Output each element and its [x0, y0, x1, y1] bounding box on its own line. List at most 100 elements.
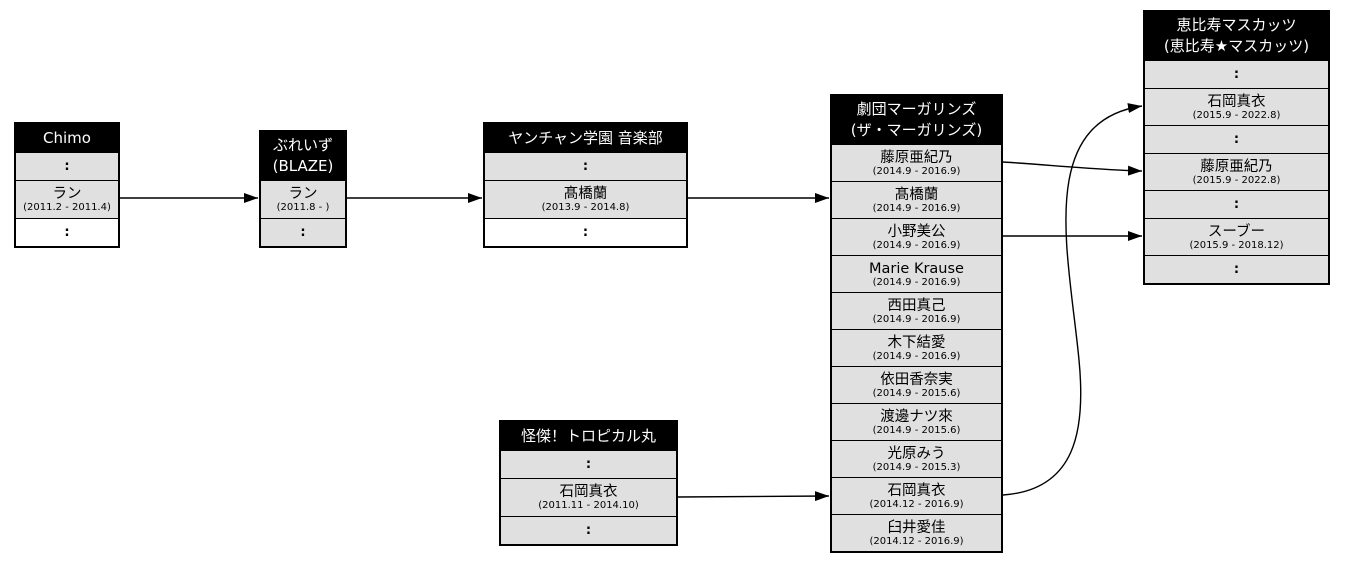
group-title: ヤンチャン学園 音楽部	[485, 124, 686, 152]
member-row: 藤原亜紀乃 (2014.9 - 2016.9)	[832, 144, 1001, 181]
member-name: スーブー	[1207, 223, 1266, 240]
ellipsis-row: :	[1145, 60, 1328, 88]
member-row: 髙橋蘭 (2013.9 - 2014.8)	[485, 180, 686, 218]
member-name: 石岡真衣	[887, 482, 946, 499]
group-node-blaze: ぶれいず (BLAZE) ラン (2011.8 - ) :	[259, 130, 347, 248]
member-dates: (2011.2 - 2011.4)	[23, 202, 111, 213]
ellipsis-text: :	[64, 225, 70, 240]
member-dates: (2014.12 - 2016.9)	[869, 535, 964, 547]
group-title-line: Chimo	[43, 128, 91, 147]
group-title: 恵比寿マスカッツ (恵比寿★マスカッツ)	[1145, 12, 1328, 60]
ellipsis-row: :	[501, 450, 676, 478]
member-dates: (2014.9 - 2016.9)	[872, 276, 961, 288]
member-name: 小野美公	[887, 223, 946, 240]
member-dates: (2015.9 - 2022.8)	[1192, 109, 1281, 121]
edge-margarines-fujiwara-akino-to-muscats-fujiwara-akino	[1002, 161, 1143, 176]
member-dates: (2014.9 - 2015.3)	[872, 461, 961, 473]
ellipsis-text: :	[64, 159, 70, 174]
member-name: ラン	[288, 186, 318, 202]
group-title-line: 怪傑！トロピカル丸	[520, 426, 656, 445]
member-row: ラン (2011.8 - )	[261, 180, 345, 218]
member-name: Marie Krause	[869, 260, 964, 277]
ellipsis-row: :	[261, 218, 345, 246]
member-row: 臼井愛佳 (2014.12 - 2016.9)	[832, 514, 1001, 551]
member-dates: (2015.9 - 2022.8)	[1192, 174, 1281, 186]
member-name: 石岡真衣	[1207, 93, 1266, 110]
member-row: 小野美公 (2014.9 - 2016.9)	[832, 218, 1001, 255]
member-dates: (2014.9 - 2015.6)	[872, 387, 961, 399]
group-node-chimo: Chimo : ラン (2011.2 - 2011.4) :	[14, 122, 120, 248]
ellipsis-text: :	[1233, 197, 1240, 212]
member-row: ラン (2011.2 - 2011.4)	[16, 180, 118, 218]
member-name: ラン	[52, 186, 82, 202]
member-name: 藤原亜紀乃	[880, 149, 953, 166]
member-name: 光原みう	[887, 445, 946, 462]
group-title-line: ヤンチャン学園 音楽部	[508, 128, 663, 147]
ellipsis-row: :	[1145, 190, 1328, 218]
ellipsis-row: :	[485, 152, 686, 180]
group-title: ぶれいず (BLAZE)	[261, 132, 345, 180]
group-node-ebisu-muscats: 恵比寿マスカッツ (恵比寿★マスカッツ) : 石岡真衣 (2015.9 - 20…	[1143, 10, 1330, 285]
member-dates: (2014.9 - 2016.9)	[872, 202, 961, 214]
group-title: Chimo	[16, 124, 118, 152]
edge-tropical-ishioka-mai-to-margarines-ishioka-mai	[677, 491, 830, 502]
member-row: 髙橋蘭 (2014.9 - 2016.9)	[832, 181, 1001, 218]
member-name: 石岡真衣	[559, 484, 618, 500]
group-node-margarines: 劇団マーガリンズ (ザ・マーガリンズ) 藤原亜紀乃 (2014.9 - 2016…	[830, 94, 1003, 553]
member-row: 西田真己 (2014.9 - 2016.9)	[832, 292, 1001, 329]
group-title-line: (ザ・マーガリンズ)	[850, 121, 983, 139]
member-dates: (2014.9 - 2016.9)	[872, 350, 961, 362]
ellipsis-row: :	[501, 516, 676, 544]
ellipsis-text: :	[582, 159, 589, 174]
ellipsis-text: :	[585, 457, 592, 472]
member-name: 渡邊ナツ來	[880, 408, 953, 425]
group-title-line: (BLAZE)	[272, 157, 334, 175]
ellipsis-row: :	[16, 218, 118, 246]
group-title-line: 劇団マーガリンズ	[856, 100, 977, 118]
ellipsis-row: :	[485, 218, 686, 246]
ellipsis-text: :	[1233, 132, 1240, 147]
group-title: 怪傑！トロピカル丸	[501, 422, 676, 450]
member-row: Marie Krause (2014.9 - 2016.9)	[832, 255, 1001, 292]
member-row: 依田香奈実 (2014.9 - 2015.6)	[832, 366, 1001, 403]
member-dates: (2014.9 - 2016.9)	[872, 165, 961, 177]
member-row: 光原みう (2014.9 - 2015.3)	[832, 440, 1001, 477]
member-dates: (2014.9 - 2016.9)	[872, 313, 961, 325]
member-dates: (2014.9 - 2015.6)	[872, 424, 961, 436]
edge-margarines-ishioka-mai-to-muscats-ishioka-mai	[1002, 103, 1143, 496]
member-dates: (2011.8 - )	[276, 202, 330, 213]
member-name: 西田真己	[887, 297, 946, 314]
member-name: 木下結愛	[887, 334, 946, 351]
member-row: 石岡真衣 (2015.9 - 2022.8)	[1145, 88, 1328, 125]
ellipsis-text: :	[1233, 67, 1240, 82]
member-name: 髙橋蘭	[894, 186, 939, 203]
member-row: 藤原亜紀乃 (2015.9 - 2022.8)	[1145, 153, 1328, 190]
group-title-line: (恵比寿★マスカッツ)	[1163, 37, 1310, 55]
member-dates: (2014.9 - 2016.9)	[872, 239, 961, 251]
member-name: 臼井愛佳	[887, 519, 946, 536]
member-name: 依田香奈実	[880, 371, 953, 388]
member-dates: (2014.12 - 2016.9)	[869, 498, 964, 510]
member-row: 石岡真衣 (2011.11 - 2014.10)	[501, 478, 676, 516]
ellipsis-text: :	[582, 225, 589, 240]
group-node-tropical-maru: 怪傑！トロピカル丸 : 石岡真衣 (2011.11 - 2014.10) :	[499, 420, 678, 546]
member-row: スーブー (2015.9 - 2018.12)	[1145, 218, 1328, 255]
ellipsis-row: :	[1145, 125, 1328, 153]
member-dates: (2013.9 - 2014.8)	[541, 202, 630, 213]
member-dates: (2011.11 - 2014.10)	[538, 500, 639, 511]
group-title: 劇団マーガリンズ (ザ・マーガリンズ)	[832, 96, 1001, 144]
member-name: 藤原亜紀乃	[1200, 158, 1273, 175]
member-row: 渡邊ナツ來 (2014.9 - 2015.6)	[832, 403, 1001, 440]
group-title-line: 恵比寿マスカッツ	[1176, 16, 1297, 34]
group-node-yanchan-gakuen: ヤンチャン学園 音楽部 : 髙橋蘭 (2013.9 - 2014.8) :	[483, 122, 688, 248]
member-row: 木下結愛 (2014.9 - 2016.9)	[832, 329, 1001, 366]
member-name: 髙橋蘭	[563, 186, 608, 202]
ellipsis-row: :	[16, 152, 118, 180]
ellipsis-text: :	[585, 523, 592, 538]
member-dates: (2015.9 - 2018.12)	[1189, 239, 1284, 251]
ellipsis-row: :	[1145, 255, 1328, 283]
ellipsis-text: :	[300, 225, 306, 240]
member-row: 石岡真衣 (2014.12 - 2016.9)	[832, 477, 1001, 514]
